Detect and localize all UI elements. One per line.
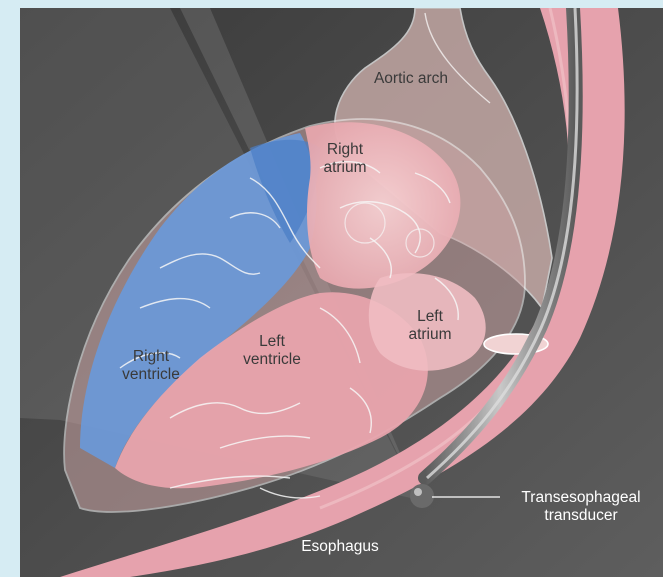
label-transducer-line2: transducer (521, 507, 640, 525)
label-transducer-line1: Transesophageal (521, 489, 640, 507)
label-left-atrium: Left atrium (408, 308, 451, 344)
illustration-panel: Aortic arch Right atrium Left atrium Lef… (20, 8, 663, 577)
label-left-ventricle-line1: Left (243, 333, 301, 351)
probe-tip-highlight (414, 488, 422, 496)
label-right-ventricle-line1: Right (122, 348, 180, 366)
label-left-ventricle: Left ventricle (243, 333, 301, 369)
label-right-atrium: Right atrium (323, 141, 366, 177)
label-left-atrium-line2: atrium (408, 326, 451, 344)
label-right-atrium-line2: atrium (323, 159, 366, 177)
label-right-ventricle: Right ventricle (122, 348, 180, 384)
label-left-ventricle-line2: ventricle (243, 351, 301, 369)
label-aortic-arch: Aortic arch (374, 70, 448, 88)
label-esophagus: Esophagus (301, 538, 379, 556)
probe-tip (410, 484, 434, 508)
label-right-ventricle-line2: ventricle (122, 366, 180, 384)
label-right-atrium-line1: Right (323, 141, 366, 159)
label-left-atrium-line1: Left (408, 308, 451, 326)
label-transducer: Transesophageal transducer (521, 489, 640, 525)
